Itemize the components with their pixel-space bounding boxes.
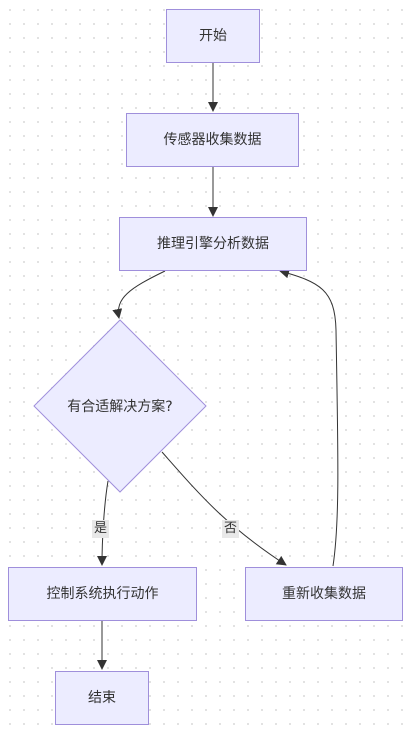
analyze-node-label: 推理引擎分析数据 xyxy=(157,236,269,252)
start-node: 开始 xyxy=(166,9,260,63)
analyze-node: 推理引擎分析数据 xyxy=(119,217,307,271)
edge-analyze-to-decision xyxy=(112,270,166,319)
collect-node: 传感器收集数据 xyxy=(126,113,299,167)
recollect-node-label: 重新收集数据 xyxy=(282,586,366,602)
decision-node-label: 有合适解决方案? xyxy=(67,399,173,415)
execute-node: 控制系统执行动作 xyxy=(8,567,197,621)
start-node-label: 开始 xyxy=(199,28,227,44)
execute-node-label: 控制系统执行动作 xyxy=(46,586,159,602)
recollect-node: 重新收集数据 xyxy=(245,567,403,621)
decision-diamond xyxy=(33,319,207,493)
edge-label-no: 否 xyxy=(222,520,240,538)
edge-recollect-to-analyze xyxy=(279,268,339,567)
edge-label-yes: 是 xyxy=(92,520,110,538)
edge-decision-to-recollect xyxy=(161,451,287,566)
collect-node-label: 传感器收集数据 xyxy=(163,132,262,148)
end-node-label: 结束 xyxy=(88,690,116,706)
end-node: 结束 xyxy=(55,671,149,725)
